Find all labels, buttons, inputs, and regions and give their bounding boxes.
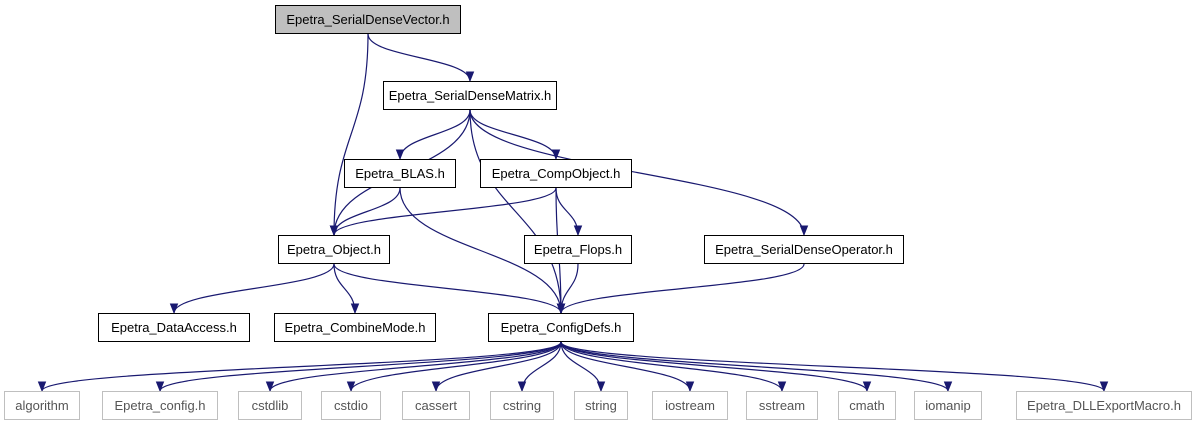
node-epetra-dataaccess[interactable]: Epetra_DataAccess.h [98,313,250,342]
node-cmath: cmath [838,391,896,420]
edge-cfg-to-cstdio [346,341,562,393]
node-cstdlib: cstdlib [238,391,302,420]
edge-comp-to-flops [555,187,583,237]
edge-cfg-to-cstdlib [265,341,562,393]
edge-blas-to-cfg [399,187,566,315]
node-epetra-dllexportmacro: Epetra_DLLExportMacro.h [1016,391,1192,420]
edge-obj-to-da [169,263,335,315]
edge-sdm-to-cfg [469,109,566,315]
node-epetra-compobject[interactable]: Epetra_CompObject.h [480,159,632,188]
node-sstream: sstream [746,391,818,420]
node-algorithm: algorithm [4,391,80,420]
node-epetra-serialdenseoperator[interactable]: Epetra_SerialDenseOperator.h [704,235,904,264]
node-epetra-configdefs[interactable]: Epetra_ConfigDefs.h [488,313,634,342]
edge-cfg-to-cmath [560,341,872,393]
edge-cfg-to-ecfg [155,341,562,393]
edge-sdo-to-cfg [556,263,805,315]
edge-sdv-to-obj [329,33,369,237]
node-epetra-config: Epetra_config.h [102,391,218,420]
edge-sdv-to-sdm [367,33,475,83]
node-epetra-serialdensevector: Epetra_SerialDenseVector.h [275,5,461,34]
edge-cfg-to-cassert [431,341,562,393]
edge-cfg-to-dll [560,341,1109,393]
node-epetra-object[interactable]: Epetra_Object.h [278,235,390,264]
edge-cfg-to-string [560,341,606,393]
node-cstdio: cstdio [321,391,381,420]
node-epetra-combinemode[interactable]: Epetra_CombineMode.h [274,313,436,342]
node-epetra-blas[interactable]: Epetra_BLAS.h [344,159,456,188]
edge-sdm-to-sdo [469,109,809,237]
edge-cfg-to-cstring [517,341,562,393]
edge-cfg-to-iostream [560,341,695,393]
node-string: string [574,391,628,420]
node-iomanip: iomanip [914,391,982,420]
node-epetra-serialdensematrix[interactable]: Epetra_SerialDenseMatrix.h [383,81,557,110]
edge-sdm-to-blas [395,109,471,161]
edge-obj-to-cfg [333,263,566,315]
edge-sdm-to-comp [469,109,561,161]
node-cassert: cassert [402,391,470,420]
edge-blas-to-obj [329,187,401,237]
edge-obj-to-cm [333,263,360,315]
edge-cfg-to-sstream [560,341,787,393]
node-iostream: iostream [652,391,728,420]
node-cstring: cstring [490,391,554,420]
node-epetra-flops[interactable]: Epetra_Flops.h [524,235,632,264]
edge-cfg-to-alg [37,341,562,393]
edge-cfg-to-iomanip [560,341,953,393]
edge-comp-to-obj [329,187,557,237]
